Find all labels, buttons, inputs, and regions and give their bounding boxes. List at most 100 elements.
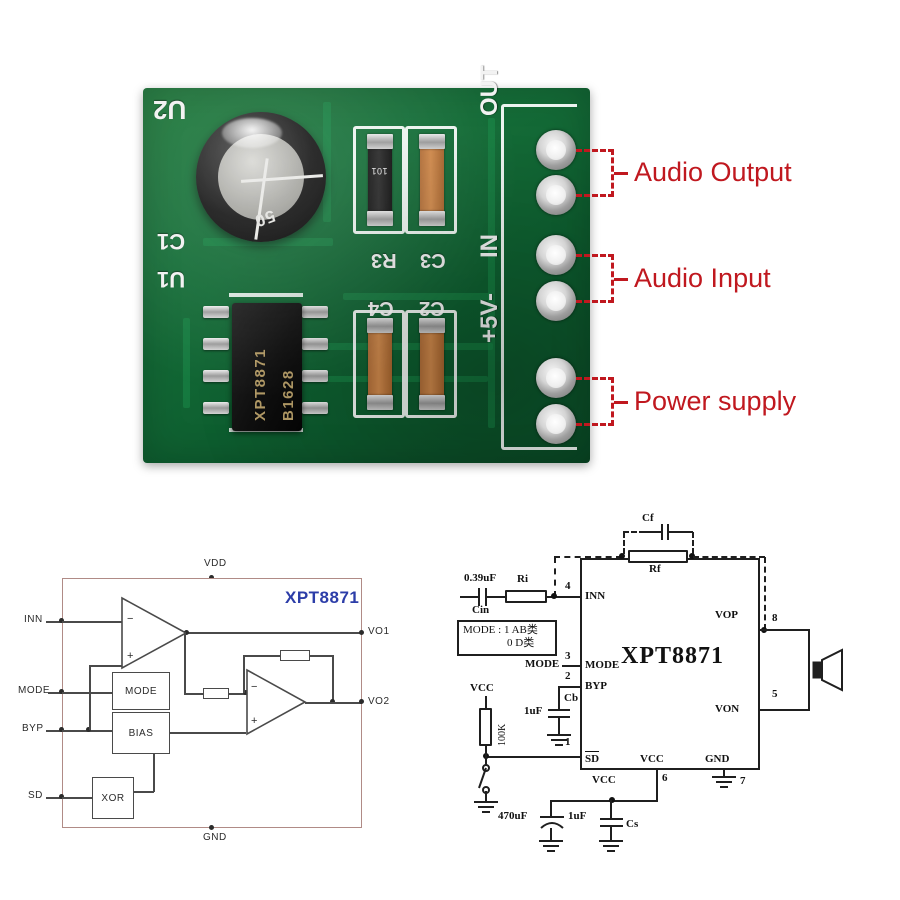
capacitor-highlight	[222, 118, 282, 148]
ic-pin	[203, 402, 229, 414]
mode-note-label: MODE :	[463, 624, 502, 636]
smd-terminal	[419, 211, 445, 226]
copper-trace	[488, 118, 495, 428]
opamp-2-plus-sign: +	[251, 715, 258, 727]
block-rail-gnd-label: GND	[203, 832, 227, 843]
silkscreen-u1: U1	[157, 267, 186, 292]
vop-wire-v	[808, 629, 810, 699]
von-wire-h	[760, 709, 810, 711]
annotation-label-power-supply: Power supply	[634, 386, 797, 416]
pad-outline-r3	[353, 126, 405, 234]
cf-plate-1	[661, 524, 663, 540]
pin-name-gnd: GND	[705, 753, 730, 765]
pad-hole-input-1[interactable]	[536, 235, 576, 275]
resistor-code: 101	[371, 166, 388, 176]
smd-terminal	[367, 211, 393, 226]
node-vo1	[184, 630, 189, 635]
silkscreen-out-label: OUT	[476, 65, 503, 116]
copper-trace	[293, 343, 493, 350]
vop-wire-h	[760, 629, 810, 631]
pin-name-vcc: VCC	[640, 753, 664, 765]
block-wire-vo1	[186, 632, 244, 634]
label-rf: Rf	[649, 563, 661, 575]
pin-number-7: 7	[740, 775, 746, 787]
label-1uf-cs-value: 1uF	[568, 810, 587, 822]
block-wire-vo1-out	[244, 632, 362, 634]
node-byp	[59, 727, 64, 732]
amplifier-ic-xpt8871: XPT8871 B1628	[232, 303, 302, 431]
pad-hole-output-1[interactable]	[536, 130, 576, 170]
pin-name-mode: MODE	[585, 659, 620, 671]
opamp-2-minus-sign: −	[251, 681, 258, 693]
byp-wire-h	[558, 686, 580, 688]
block-pin-wire	[46, 621, 62, 623]
block-wire	[243, 655, 281, 657]
input-resistor-ri	[505, 590, 547, 603]
node-gnd	[209, 825, 214, 830]
leader-line-input-2	[576, 300, 614, 303]
label-vcc-pullup: VCC	[470, 682, 494, 694]
pin-number-4: 4	[565, 580, 571, 592]
pin-name-byp: BYP	[585, 680, 607, 692]
copper-trace	[238, 376, 488, 382]
cf-wire-right	[669, 531, 685, 533]
pin-number-6: 6	[662, 772, 668, 784]
pad-hole-power-1[interactable]	[536, 358, 576, 398]
pullup-wire-bottom	[485, 746, 487, 757]
pad-hole-power-2[interactable]	[536, 404, 576, 444]
smd-terminal	[419, 134, 445, 149]
cf-dash-left-h	[623, 531, 645, 533]
block-rail-vdd-label: VDD	[204, 558, 227, 569]
silkscreen-c1: C1	[157, 229, 186, 254]
switch-wire-bottom	[485, 791, 487, 801]
leader-line-power-2	[576, 423, 614, 426]
node-vo2-pin	[359, 699, 364, 704]
block-pin-mode-label: MODE	[18, 685, 50, 696]
pad-hole-input-2[interactable]	[536, 281, 576, 321]
pin-name-inn: INN	[585, 590, 606, 602]
label-cin-ref: Cin	[472, 604, 490, 616]
cb-plate-2	[548, 716, 570, 718]
schematic-ic-body	[580, 558, 760, 770]
block-wire-vo2	[305, 702, 362, 704]
pin-name-von: VON	[715, 703, 740, 715]
silkscreen-u2: U2	[153, 95, 187, 125]
pin-number-2: 2	[565, 670, 571, 682]
bulk-cap-plate-1	[540, 816, 564, 818]
node-feedback-left	[619, 553, 625, 559]
pad-hole-output-2[interactable]	[536, 175, 576, 215]
pcb-board: U2 C1 U1 R3 C3 C4 C2 OUT IN +5V- 50	[143, 65, 590, 463]
block-wire	[229, 693, 247, 695]
shutdown-switch-symbol[interactable]	[474, 764, 504, 798]
copper-trace	[323, 102, 331, 222]
ic-pin	[203, 370, 229, 382]
smd-terminal	[367, 318, 393, 333]
capacitor-vent	[240, 174, 324, 183]
block-pin-vo2-label: VO2	[368, 696, 390, 707]
vcc-rail-wire	[550, 800, 658, 802]
block-pin-wire	[46, 797, 62, 799]
annotation-label-audio-input: Audio Input	[634, 263, 771, 293]
leader-line-output-1	[576, 149, 614, 152]
ic-pin	[302, 370, 328, 382]
label-cf: Cf	[642, 512, 654, 524]
label-cb-ref: Cb	[564, 692, 579, 704]
block-wire	[89, 665, 91, 730]
schematic-ic-name: XPT8871	[621, 643, 724, 669]
block-xor: XOR	[92, 777, 134, 819]
ic-pin	[203, 338, 229, 350]
pullup-wire-top	[485, 696, 487, 708]
smd-terminal	[367, 395, 393, 410]
bulk-cap-wire	[550, 800, 552, 816]
feedback-resistor-loop	[280, 650, 310, 661]
bracket-audio-input	[600, 254, 614, 303]
cb-plate-1	[548, 709, 570, 711]
label-cs-ref: Cs	[626, 818, 639, 830]
block-pin-vo1-label: VO1	[368, 626, 390, 637]
cs-wire	[610, 800, 612, 818]
cb-gnd-wire	[558, 718, 560, 734]
ic-pin	[302, 402, 328, 414]
ic-pin	[302, 306, 328, 318]
input-wire-in	[460, 596, 478, 598]
